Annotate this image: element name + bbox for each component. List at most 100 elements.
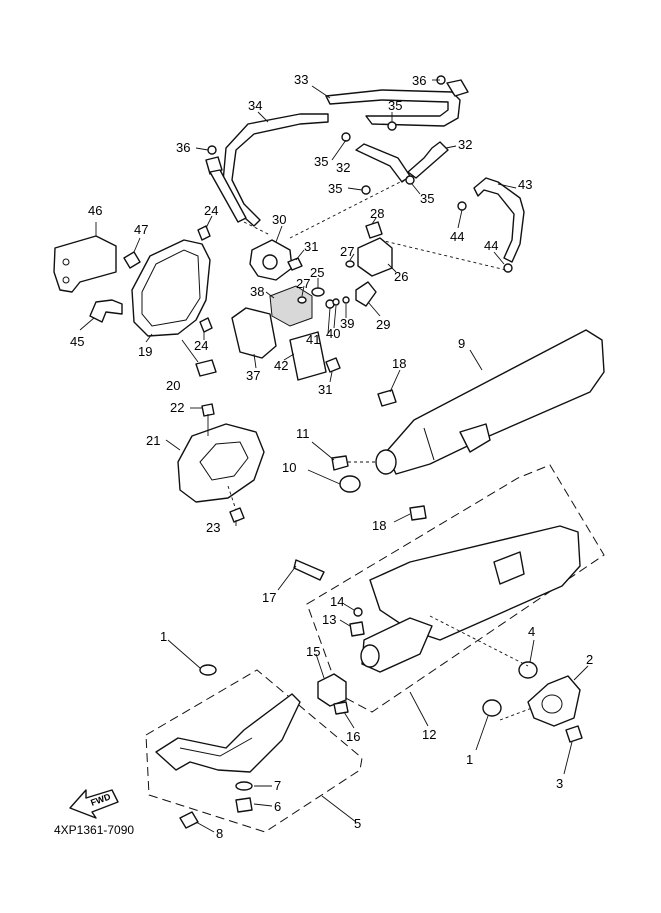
leader-17 [277, 565, 297, 591]
callout-13: 13 [322, 612, 336, 627]
clamp-35-b [387, 121, 397, 131]
muffler-upper-group [331, 329, 605, 493]
muffler-12 [369, 525, 581, 641]
leader-47 [133, 237, 141, 253]
leader-5 [321, 795, 357, 823]
flange-2 [527, 675, 581, 727]
callout-4: 4 [528, 624, 535, 639]
leader-11 [311, 441, 335, 461]
muffler-9-bracket [459, 423, 491, 453]
fitting-36-upper [446, 79, 469, 97]
cover-19-inner [141, 249, 201, 327]
exhaust-pipe-12 [361, 617, 433, 673]
fwd-arrow: FWD [69, 789, 119, 819]
hose-32-middle [355, 143, 411, 183]
callout-18-upper: 18 [392, 356, 406, 371]
leader-14 [343, 603, 355, 611]
callout-39: 39 [340, 316, 354, 331]
clamp-44-a [457, 201, 467, 211]
reed-valve-38 [269, 285, 313, 327]
callout-31-lower: 31 [318, 382, 332, 397]
callout-37: 37 [246, 368, 260, 383]
gasket-15 [317, 673, 347, 707]
muffler-9-band [423, 427, 435, 461]
callout-33: 33 [294, 72, 308, 87]
callout-27-right: 27 [340, 244, 354, 259]
bolt-20-line [181, 339, 199, 363]
leader-19 [145, 333, 153, 343]
callout-3: 3 [556, 776, 563, 791]
bolt-22 [201, 403, 215, 417]
callout-15: 15 [306, 644, 320, 659]
leader-44-a [457, 209, 463, 229]
part-40 [332, 298, 340, 306]
leader-gasket-link [499, 707, 533, 721]
leader-27-right [349, 253, 355, 261]
callout-36-upper: 36 [412, 73, 426, 88]
callout-labels: 33 36 34 36 35 35 35 35 32 32 43 44 44 4… [70, 72, 593, 841]
gasket-4 [518, 661, 538, 679]
bolt-20 [195, 359, 217, 377]
bolt-17 [293, 559, 325, 581]
callout-43: 43 [518, 177, 532, 192]
pipe-45 [89, 299, 123, 323]
leader-3 [563, 741, 573, 775]
flange-2-hole [541, 694, 563, 714]
leader-13 [339, 619, 351, 627]
routing-line-a [243, 221, 271, 236]
leader-28 [371, 217, 377, 225]
heat-shield-21 [177, 423, 265, 503]
callout-30: 30 [272, 212, 286, 227]
clamp-35-a [341, 132, 351, 142]
callout-5: 5 [354, 816, 361, 831]
leader-37 [253, 353, 257, 369]
callout-28: 28 [370, 206, 384, 221]
leader-44-b [493, 251, 505, 265]
leader-33 [311, 85, 331, 99]
leader-15 [315, 653, 325, 679]
gasket-1-upper [199, 664, 217, 676]
callout-19: 19 [138, 344, 152, 359]
leader-6 [253, 803, 273, 807]
leader-21 [165, 439, 181, 451]
callout-10: 10 [282, 460, 296, 475]
bolt-24-lower [199, 317, 213, 333]
bracket-46-hole-a [62, 258, 70, 266]
leader-34 [257, 111, 269, 123]
callout-42: 42 [274, 358, 288, 373]
leader-10 [307, 469, 341, 485]
callout-8: 8 [216, 826, 223, 841]
gasket-7 [235, 781, 253, 791]
leader-45 [79, 317, 95, 331]
callout-21: 21 [146, 433, 160, 448]
exhaust-pipe-5 [155, 693, 301, 773]
part-25 [311, 287, 325, 297]
callout-2: 2 [586, 652, 593, 667]
leader-1-lower [475, 715, 489, 751]
leader-flange-axis [429, 615, 529, 667]
part-27-left [297, 296, 307, 304]
valve-30-cap [262, 254, 278, 270]
gasket-10 [339, 475, 361, 493]
callout-47: 47 [134, 222, 148, 237]
callout-14: 14 [330, 594, 344, 609]
exhaust-pipe-group [155, 664, 349, 829]
clamp-35-c [361, 185, 371, 195]
muffler-12-bracket [493, 551, 525, 585]
callout-9: 9 [458, 336, 465, 351]
muffler-lower-group [293, 505, 581, 673]
leader-16 [343, 711, 355, 729]
nut-13 [349, 621, 365, 637]
callout-46: 46 [88, 203, 102, 218]
leader-30 [275, 225, 283, 243]
plate-42 [289, 331, 327, 381]
callout-7: 7 [274, 778, 281, 793]
valve-26 [357, 237, 393, 277]
callout-32-middle: 32 [336, 160, 350, 175]
leader-35-d [411, 183, 421, 195]
screw-31-upper [287, 257, 303, 271]
bracket-46-hole-b [62, 276, 70, 284]
bolt-23 [229, 507, 245, 523]
bolt-8 [179, 811, 199, 829]
